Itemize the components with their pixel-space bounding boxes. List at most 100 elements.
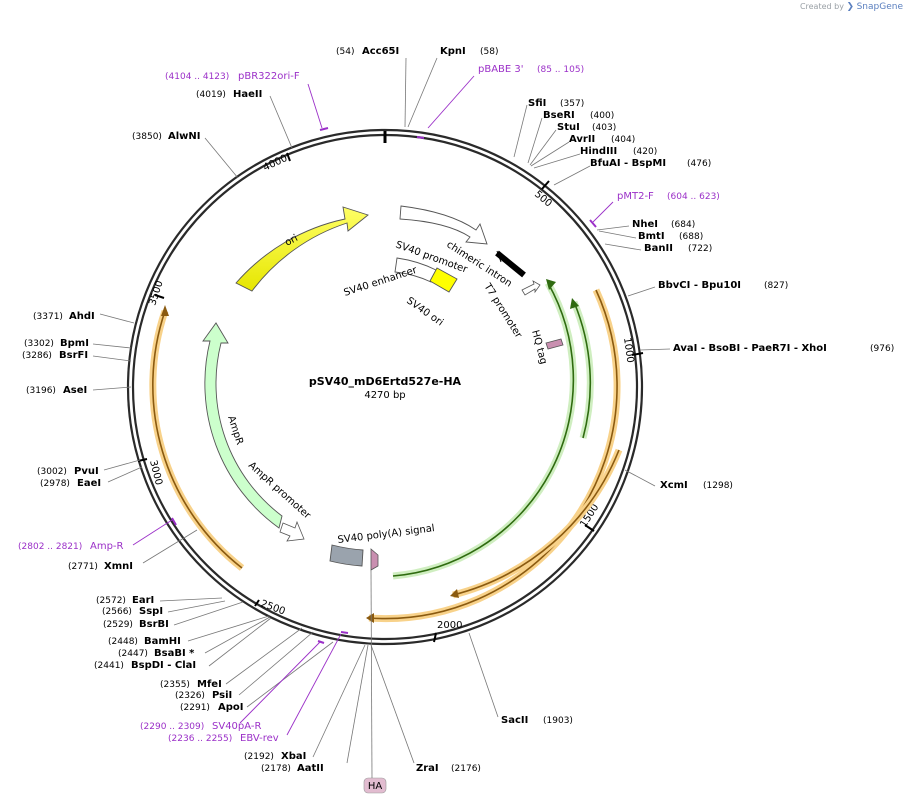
enzyme-name[interactable]: BsaBI * bbox=[154, 648, 195, 659]
primer-mark-pmt2-f bbox=[589, 219, 597, 228]
ampr-promoter-feature[interactable] bbox=[279, 520, 305, 542]
ori-label: ori bbox=[283, 233, 300, 249]
ampr-feature[interactable] bbox=[202, 322, 283, 529]
enzyme-name[interactable]: SfiI bbox=[528, 98, 546, 109]
credit-prefix: Created by bbox=[799, 2, 844, 11]
enzyme-pos: (3286) bbox=[22, 351, 52, 361]
enzyme-name[interactable]: SspI bbox=[139, 606, 163, 617]
enzyme-pos: (2572) bbox=[96, 596, 126, 606]
green-orf-arrow-short bbox=[570, 298, 579, 309]
enzyme-name[interactable]: EaeI bbox=[77, 478, 101, 489]
enzyme-name[interactable]: XcmI bbox=[660, 480, 688, 491]
ruler-tick-2000 bbox=[433, 632, 437, 643]
enzyme-name[interactable]: MfeI bbox=[197, 679, 222, 690]
primer-name[interactable]: pBABE 3' bbox=[478, 64, 524, 75]
primer-name[interactable]: pMT2-F bbox=[617, 191, 654, 202]
enzyme-name[interactable]: PvuI bbox=[74, 466, 99, 477]
enzyme-name[interactable]: BbvCI - Bpu10I bbox=[658, 280, 741, 291]
primer-name[interactable]: EBV-rev bbox=[240, 733, 279, 744]
ha-feature[interactable] bbox=[370, 548, 379, 571]
features: ori bbox=[202, 205, 564, 571]
primer-name[interactable]: SV40pA-R bbox=[212, 721, 261, 732]
enzyme-name[interactable]: BfuAI - BspMI bbox=[590, 158, 666, 169]
enzyme-name[interactable]: BanII bbox=[644, 243, 673, 254]
ruler-tick-3000 bbox=[137, 458, 148, 462]
ha-label: HA bbox=[368, 781, 383, 792]
enzyme-pos: (2566) bbox=[102, 607, 132, 617]
sv40-polya-label: SV40 poly(A) signal bbox=[337, 523, 435, 546]
enzyme-pos: (827) bbox=[764, 281, 788, 291]
enzyme-name[interactable]: StuI bbox=[557, 122, 580, 133]
enzyme-name[interactable]: NheI bbox=[632, 219, 658, 230]
ruler-tick-1000 bbox=[631, 352, 644, 356]
orf-arc-left-line bbox=[152, 310, 243, 569]
ha-label-box[interactable] bbox=[363, 777, 387, 794]
enzyme-name[interactable]: BsrFI bbox=[59, 350, 88, 361]
enzyme-name[interactable]: BspDI - ClaI bbox=[131, 660, 196, 671]
enzyme-pos: (403) bbox=[592, 123, 616, 133]
enzyme-name[interactable]: BmtI bbox=[638, 231, 665, 242]
orf-arc-mid bbox=[452, 448, 623, 599]
enzyme-name[interactable]: XbaI bbox=[281, 751, 306, 762]
hq-tag-feature[interactable] bbox=[545, 338, 564, 350]
enzyme-name[interactable]: HaeII bbox=[233, 89, 262, 100]
primer-marks bbox=[171, 127, 597, 644]
enzyme-name[interactable]: KpnI bbox=[440, 46, 466, 57]
enzyme-name[interactable]: ZraI bbox=[416, 763, 439, 774]
enzyme-pos: (3850) bbox=[132, 132, 162, 142]
orf-arc-outer-line bbox=[368, 289, 618, 620]
enzyme-name[interactable]: Acc65I bbox=[362, 46, 399, 57]
primer-name[interactable]: pBR322ori-F bbox=[238, 71, 300, 82]
enzyme-pos: (2355) bbox=[160, 680, 190, 690]
sv40-ori-feature[interactable] bbox=[429, 267, 458, 293]
enzyme-pos: (2978) bbox=[40, 479, 70, 489]
enzyme-name[interactable]: ApoI bbox=[218, 702, 244, 713]
chimeric-intron-feature[interactable] bbox=[495, 250, 526, 278]
enzyme-pos: (1298) bbox=[703, 481, 733, 491]
enzyme-pos: (3196) bbox=[26, 386, 56, 396]
enzyme-name[interactable]: AhdI bbox=[69, 311, 95, 322]
enzyme-name[interactable]: BpmI bbox=[60, 338, 89, 349]
green-orf-arc-short-line bbox=[573, 301, 592, 439]
primer-mark-ebv-rev bbox=[340, 631, 349, 634]
enzyme-name[interactable]: BsrBI bbox=[139, 619, 169, 630]
primer-mark-pbabe3 bbox=[416, 136, 425, 139]
enzyme-pos: (3302) bbox=[24, 339, 54, 349]
primer-name[interactable]: Amp-R bbox=[90, 541, 124, 552]
enzyme-name[interactable]: BseRI bbox=[543, 110, 575, 121]
enzyme-name[interactable]: AseI bbox=[63, 385, 87, 396]
primer-range: (2290 .. 2309) bbox=[140, 722, 204, 732]
enzyme-pos: (976) bbox=[870, 344, 894, 354]
green-orf-arcs bbox=[392, 279, 594, 580]
enzyme-pos: (404) bbox=[611, 135, 635, 145]
enzyme-name[interactable]: BamHI bbox=[144, 636, 181, 647]
t7-promoter-feature[interactable] bbox=[521, 280, 541, 296]
sv40-promoter-feature[interactable] bbox=[399, 205, 488, 245]
ruler-tick-1500 bbox=[584, 524, 595, 532]
orf-arc-mid-line bbox=[452, 449, 620, 596]
ori-feature[interactable] bbox=[235, 206, 369, 292]
primer-range: (4104 .. 4123) bbox=[165, 72, 229, 82]
enzyme-pos: (58) bbox=[480, 47, 498, 57]
enzyme-name[interactable]: SacII bbox=[501, 715, 528, 726]
enzyme-labels: (54) Acc65I KpnI (58) SfiI (357) BseRI (… bbox=[22, 46, 894, 774]
enzyme-name[interactable]: PsiI bbox=[212, 690, 232, 701]
orf-arrow-left bbox=[161, 305, 169, 316]
enzyme-name[interactable]: AatII bbox=[297, 763, 324, 774]
sv40-polya-feature[interactable] bbox=[329, 544, 364, 567]
enzyme-pos: (420) bbox=[633, 147, 657, 157]
green-orf-arc-long-line bbox=[392, 282, 575, 577]
enzyme-name[interactable]: XmnI bbox=[104, 561, 133, 572]
enzyme-name[interactable]: AvaI - BsoBI - PaeR7I - XhoI bbox=[673, 343, 827, 354]
enzyme-name[interactable]: HindIII bbox=[580, 146, 617, 157]
enzyme-name[interactable]: AlwNI bbox=[168, 131, 201, 142]
enzyme-pos: (3002) bbox=[37, 467, 67, 477]
enzyme-pos: (357) bbox=[560, 99, 584, 109]
primer-range: (604 .. 623) bbox=[667, 192, 720, 202]
primer-range: (2802 .. 2821) bbox=[18, 542, 82, 552]
enzyme-name[interactable]: EarI bbox=[132, 595, 154, 606]
ruler-label-1000: 1000 bbox=[621, 337, 635, 364]
enzyme-name[interactable]: AvrII bbox=[569, 134, 595, 145]
ampr-label: AmpR bbox=[225, 415, 245, 447]
sv40-enhancer-label: SV40 enhancer bbox=[343, 265, 420, 299]
